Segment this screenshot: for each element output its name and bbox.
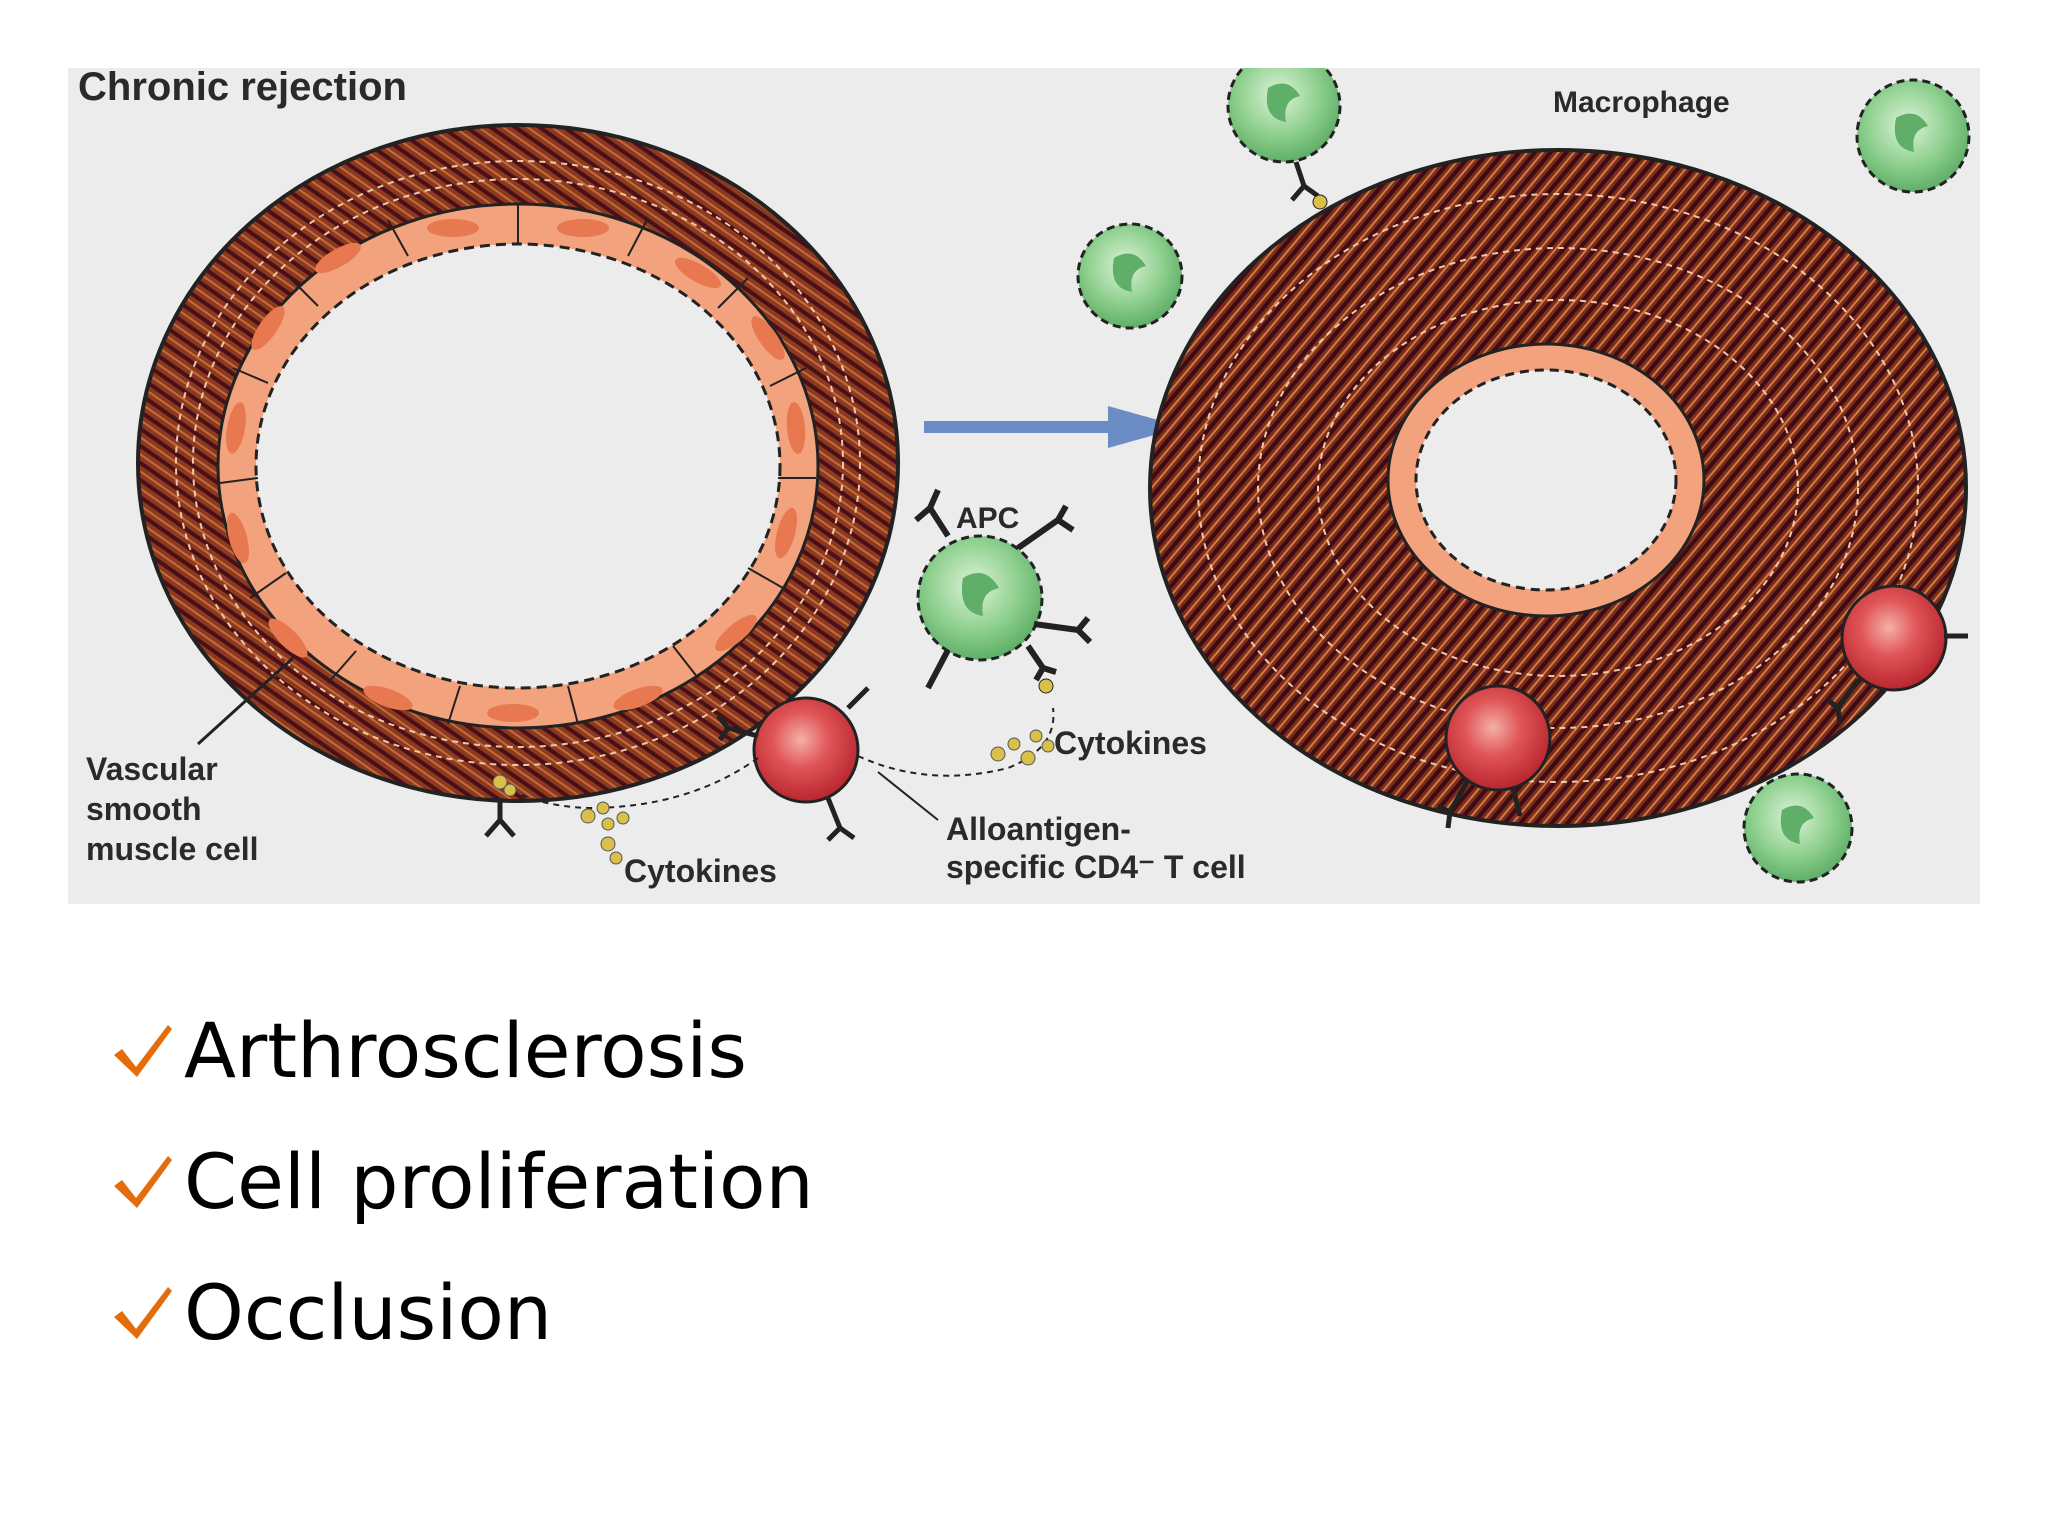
endothelial-cells — [219, 204, 816, 725]
endothelial-nuclei — [226, 219, 806, 722]
apc-label: APC — [956, 502, 1019, 535]
vsmc-pointer — [196, 656, 295, 746]
bullet-list: Arthrosclerosis Cell proliferation Occlu… — [110, 985, 814, 1378]
tcell-label-line2: specific CD4⁻ T cell — [946, 849, 1246, 885]
apc-cell — [914, 488, 1093, 694]
check-icon — [114, 1155, 172, 1208]
occluded-vessel — [1148, 148, 1968, 828]
vsmc-label-line1: Vascular — [86, 751, 218, 787]
vsmc-label-line2: smooth — [86, 791, 202, 827]
bullet-text: Arthrosclerosis — [184, 1005, 747, 1095]
macrophage-bottomright — [1742, 772, 1854, 884]
figure-title: Chronic rejection — [78, 68, 407, 109]
bullet-item: Cell proliferation — [110, 1116, 814, 1247]
tcell-pointer — [877, 771, 939, 821]
macrophage-top — [1226, 68, 1342, 210]
t-cell-right-1 — [1436, 684, 1552, 829]
cytokine-dots — [492, 729, 1055, 865]
figure-svg: Chronic rejection Macrophage APC Cytokin… — [78, 68, 1971, 889]
chronic-rejection-figure: Chronic rejection Macrophage APC Cytokin… — [68, 68, 1980, 904]
macrophage-topright — [1855, 78, 1971, 194]
t-cell-right-2 — [1826, 584, 1968, 725]
bullet-text: Cell proliferation — [184, 1136, 814, 1226]
t-cell-left — [716, 686, 870, 842]
normal-vessel — [136, 123, 900, 803]
macrophage-mid — [1076, 222, 1184, 330]
macrophage-label: Macrophage — [1553, 86, 1730, 119]
cytokines-label-right: Cytokines — [1054, 725, 1207, 761]
check-icon — [114, 1286, 172, 1339]
check-icon — [114, 1024, 172, 1077]
vessel-receptor — [484, 798, 516, 838]
tcell-label-line1: Alloantigen- — [946, 811, 1131, 847]
bullet-item: Arthrosclerosis — [110, 985, 814, 1116]
cytokines-label-left: Cytokines — [624, 853, 777, 889]
vsmc-label-line3: muscle cell — [86, 831, 259, 867]
transition-arrow — [924, 406, 1183, 448]
bullet-item: Occlusion — [110, 1247, 814, 1378]
bullet-text: Occlusion — [184, 1267, 553, 1357]
